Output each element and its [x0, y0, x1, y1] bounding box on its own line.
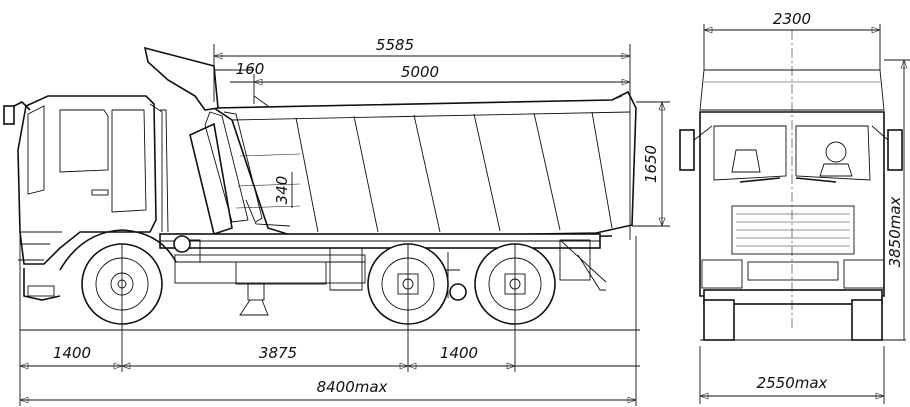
- dump-body: [143, 46, 637, 243]
- dim-side-height: 1650: [642, 145, 660, 183]
- dim-sill-height: 340: [273, 176, 291, 205]
- dim-overall-width: 2550max: [757, 374, 828, 392]
- chassis: [159, 233, 607, 316]
- dim-wheelbase-rear: 1400: [440, 344, 478, 362]
- side-view: 5585 5000 160 1650 340 1400 3875 1400 84…: [3, 36, 670, 406]
- dim-front-offset: 160: [236, 60, 265, 78]
- dim-overall-height: 3850max: [886, 196, 904, 267]
- dim-platform-length: 5000: [401, 63, 439, 81]
- cab: [3, 95, 201, 301]
- dim-wheelbase-front: 3875: [259, 344, 297, 362]
- dim-front-width: 2300: [773, 10, 811, 28]
- front-view: 2300 3850max 2550max: [679, 10, 910, 404]
- dim-overall-length: 8400max: [317, 378, 388, 396]
- dim-front-overhang: 1400: [53, 344, 91, 362]
- dim-body-length: 5585: [376, 36, 414, 54]
